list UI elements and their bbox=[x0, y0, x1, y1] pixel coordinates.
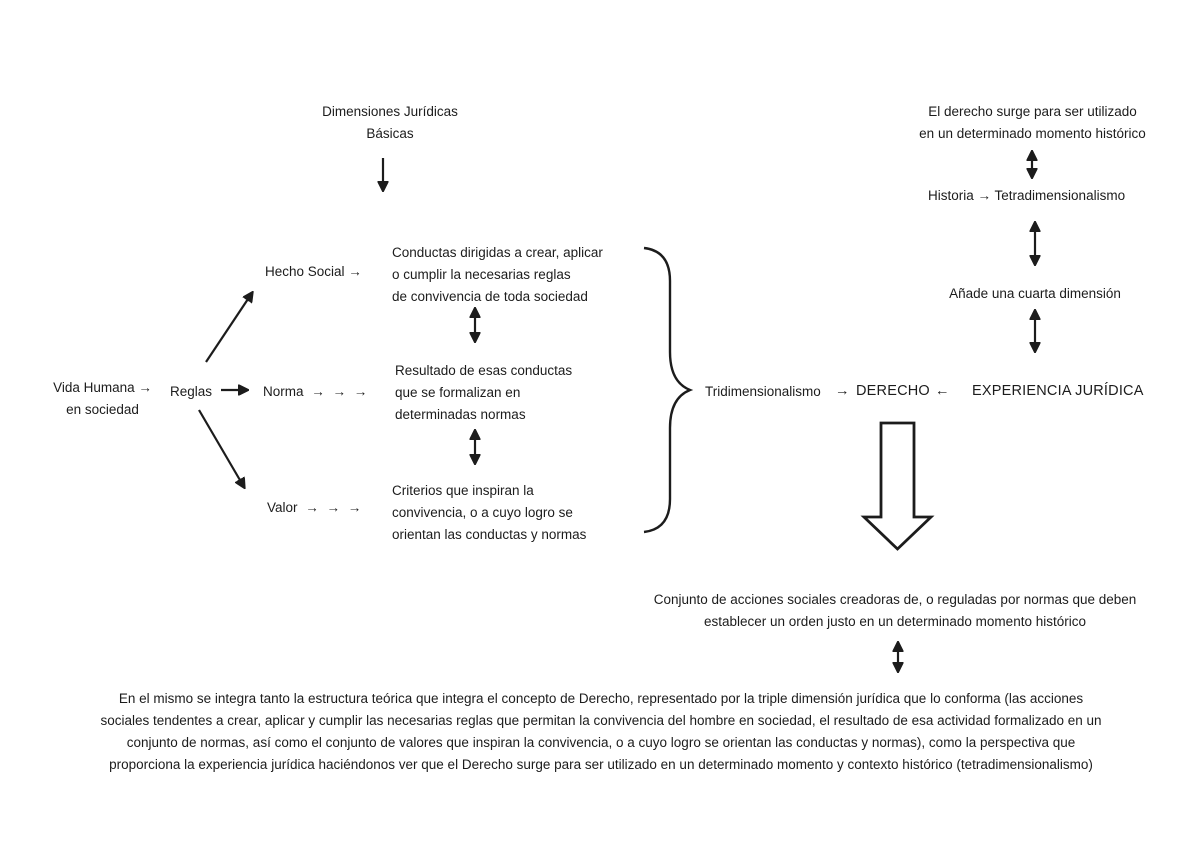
desc-conductas: Conductas dirigidas a crear, aplicar o c… bbox=[392, 245, 603, 304]
label-vida-humana: Vida Humana → en sociedad bbox=[53, 380, 152, 417]
arrow-tridimensionalismo-derecho: → bbox=[835, 383, 850, 399]
diagram-title: Dimensiones Jurídicas Básicas bbox=[322, 104, 458, 141]
label-derecho: DERECHO bbox=[856, 383, 930, 399]
right-note-surge-historico: El derecho surge para ser utilizado en u… bbox=[919, 104, 1146, 141]
curly-brace bbox=[643, 246, 694, 534]
desc-resultado: Resultado de esas conductas que se forma… bbox=[395, 363, 573, 422]
arrow-reglas-hecho-social bbox=[205, 293, 252, 363]
label-norma: Norma → → → bbox=[263, 384, 368, 399]
derecho-block-arrow bbox=[860, 421, 935, 551]
arrow-experiencia-derecho: ← bbox=[935, 383, 950, 399]
note-conjunto-acciones: Conjunto de acciones sociales creadoras … bbox=[653, 592, 1137, 629]
arrow-reglas-valor bbox=[198, 409, 244, 487]
label-valor: Valor → → → bbox=[267, 500, 362, 515]
paragraph-final: En el mismo se integra tanto la estructu… bbox=[100, 691, 1102, 772]
label-tridimensionalismo: Tridimensionalismo bbox=[705, 384, 821, 399]
desc-criterios: Criterios que inspiran la convivencia, o… bbox=[392, 483, 587, 542]
label-hecho-social: Hecho Social → bbox=[265, 264, 362, 279]
label-cuarta-dimension: Añade una cuarta dimensión bbox=[949, 286, 1121, 301]
label-reglas: Reglas bbox=[170, 384, 213, 399]
label-experiencia-juridica: EXPERIENCIA JURÍDICA bbox=[972, 383, 1144, 399]
label-historia-tetradimensionalismo: Historia → Tetradimensionalismo bbox=[928, 188, 1126, 203]
